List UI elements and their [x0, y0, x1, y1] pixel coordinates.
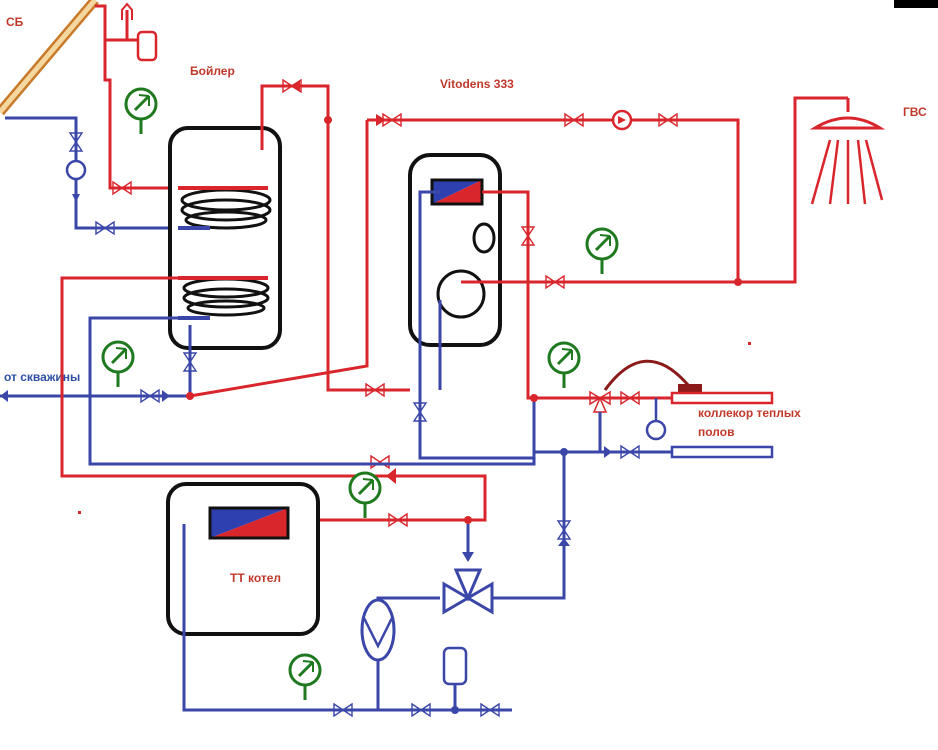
tt-return-valve-icon[interactable]: [370, 455, 390, 469]
solar-return-line: [5, 116, 178, 230]
dhw-pressure-gauge-icon: [585, 227, 619, 276]
solar-pump-icon: [65, 159, 87, 181]
from-well-label: от скважины: [4, 370, 80, 384]
boiler-hot-outlet-line: [260, 84, 410, 392]
well-pressure-gauge-icon: [101, 340, 135, 389]
gas-boiler-return-line: [418, 190, 534, 460]
gas-boiler-label: Vitodens 333: [440, 77, 514, 91]
floor-pump-icon: [645, 419, 667, 441]
gas-boiler-port-upper: [472, 222, 496, 254]
gas-boiler-port-lower: [436, 269, 486, 319]
floor-manifold-label-line2: полов: [698, 425, 734, 439]
boiler-coil-return-line: [88, 316, 536, 466]
air-vent-icon: [121, 2, 133, 20]
tt-return-line: [182, 524, 512, 712]
solid-fuel-boiler-label: ТТ котел: [230, 571, 281, 585]
floor-mixing-valve-icon[interactable]: [589, 390, 611, 452]
solar-check-valve-icon: [72, 194, 80, 202]
tt-pressure-gauge-icon: [348, 471, 382, 520]
floor-manifold-label-line1: коллекор теплых: [698, 406, 801, 420]
solar-pressure-gauge-icon: [124, 87, 158, 136]
corner-mark: [894, 0, 938, 8]
solar-panel-label: СБ: [6, 15, 24, 29]
shower-head-icon: [809, 96, 886, 205]
thermostat-head: [678, 384, 702, 393]
solar-panel: [0, 0, 99, 116]
tt-heat-exchanger-icon: [208, 506, 290, 540]
tt-boiler-supply-line: [60, 276, 487, 522]
floor-return-manifold: [670, 445, 774, 459]
tt-pump-icon: [360, 598, 396, 662]
thermostat-capillary: [603, 359, 690, 391]
floor-supply-manifold: [670, 391, 774, 405]
solar-expansion-vessel: [136, 30, 158, 62]
floor-return-line: [490, 450, 672, 600]
hot-water-label: ГВС: [903, 105, 927, 119]
three-way-valve-icon[interactable]: [442, 568, 494, 615]
boiler-label: Бойлер: [190, 64, 235, 78]
boiler-tank: [168, 126, 282, 350]
tt-expansion-vessel: [442, 646, 468, 686]
well-water-line: [0, 325, 192, 398]
tt-return-gauge-icon: [288, 653, 322, 702]
gas-boiler-supply-line: [189, 118, 740, 398]
gas-boiler-heat-exchanger-icon: [430, 178, 484, 206]
dhw-line: [461, 96, 822, 400]
floor-pressure-gauge-icon: [547, 341, 581, 390]
